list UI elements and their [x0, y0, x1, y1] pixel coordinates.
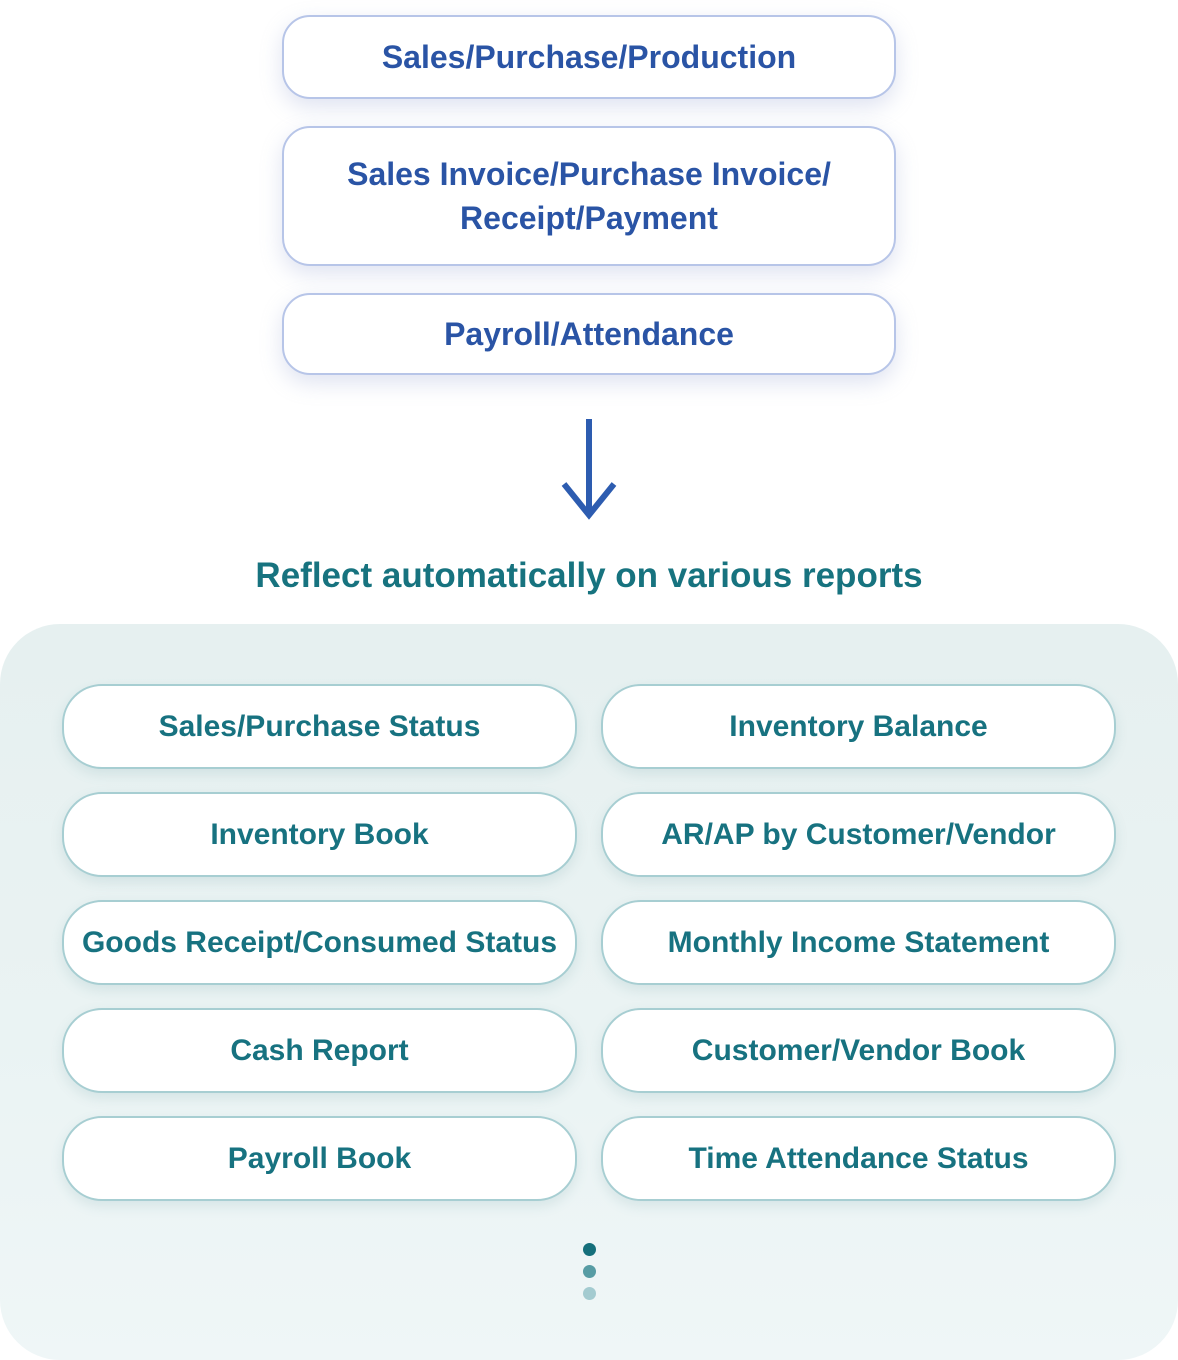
source-box-payroll-attendance: Payroll/Attendance: [282, 293, 896, 375]
report-pill-sales-purchase-status: Sales/Purchase Status: [62, 684, 577, 769]
ellipsis-dot: [582, 1265, 596, 1278]
reports-grid: Sales/Purchase Status Inventory Balance …: [62, 684, 1116, 1201]
report-pill-cash-report: Cash Report: [62, 1008, 577, 1093]
report-pill-monthly-income-statement: Monthly Income Statement: [601, 900, 1116, 985]
report-pill-payroll-book: Payroll Book: [62, 1116, 577, 1201]
report-pill-goods-receipt-consumed-status: Goods Receipt/Consumed Status: [62, 900, 577, 985]
ellipsis-dot: [582, 1287, 596, 1300]
report-pill-inventory-balance: Inventory Balance: [601, 684, 1116, 769]
more-reports-ellipsis-icon: [62, 1243, 1116, 1300]
down-arrow-icon: [558, 416, 620, 522]
report-pill-inventory-book: Inventory Book: [62, 792, 577, 877]
report-pill-time-attendance-status: Time Attendance Status: [601, 1116, 1116, 1201]
source-box-invoices-receipt-payment: Sales Invoice/Purchase Invoice/ Receipt/…: [282, 126, 896, 266]
report-pill-customer-vendor-book: Customer/Vendor Book: [601, 1008, 1116, 1093]
report-pill-ar-ap-by-customer-vendor: AR/AP by Customer/Vendor: [601, 792, 1116, 877]
ellipsis-dot: [582, 1243, 596, 1256]
source-box-sales-purchase-production: Sales/Purchase/Production: [282, 15, 896, 99]
source-modules: Sales/Purchase/Production Sales Invoice/…: [282, 15, 896, 375]
section-heading: Reflect automatically on various reports: [255, 556, 923, 595]
reports-panel: Sales/Purchase Status Inventory Balance …: [0, 624, 1178, 1360]
